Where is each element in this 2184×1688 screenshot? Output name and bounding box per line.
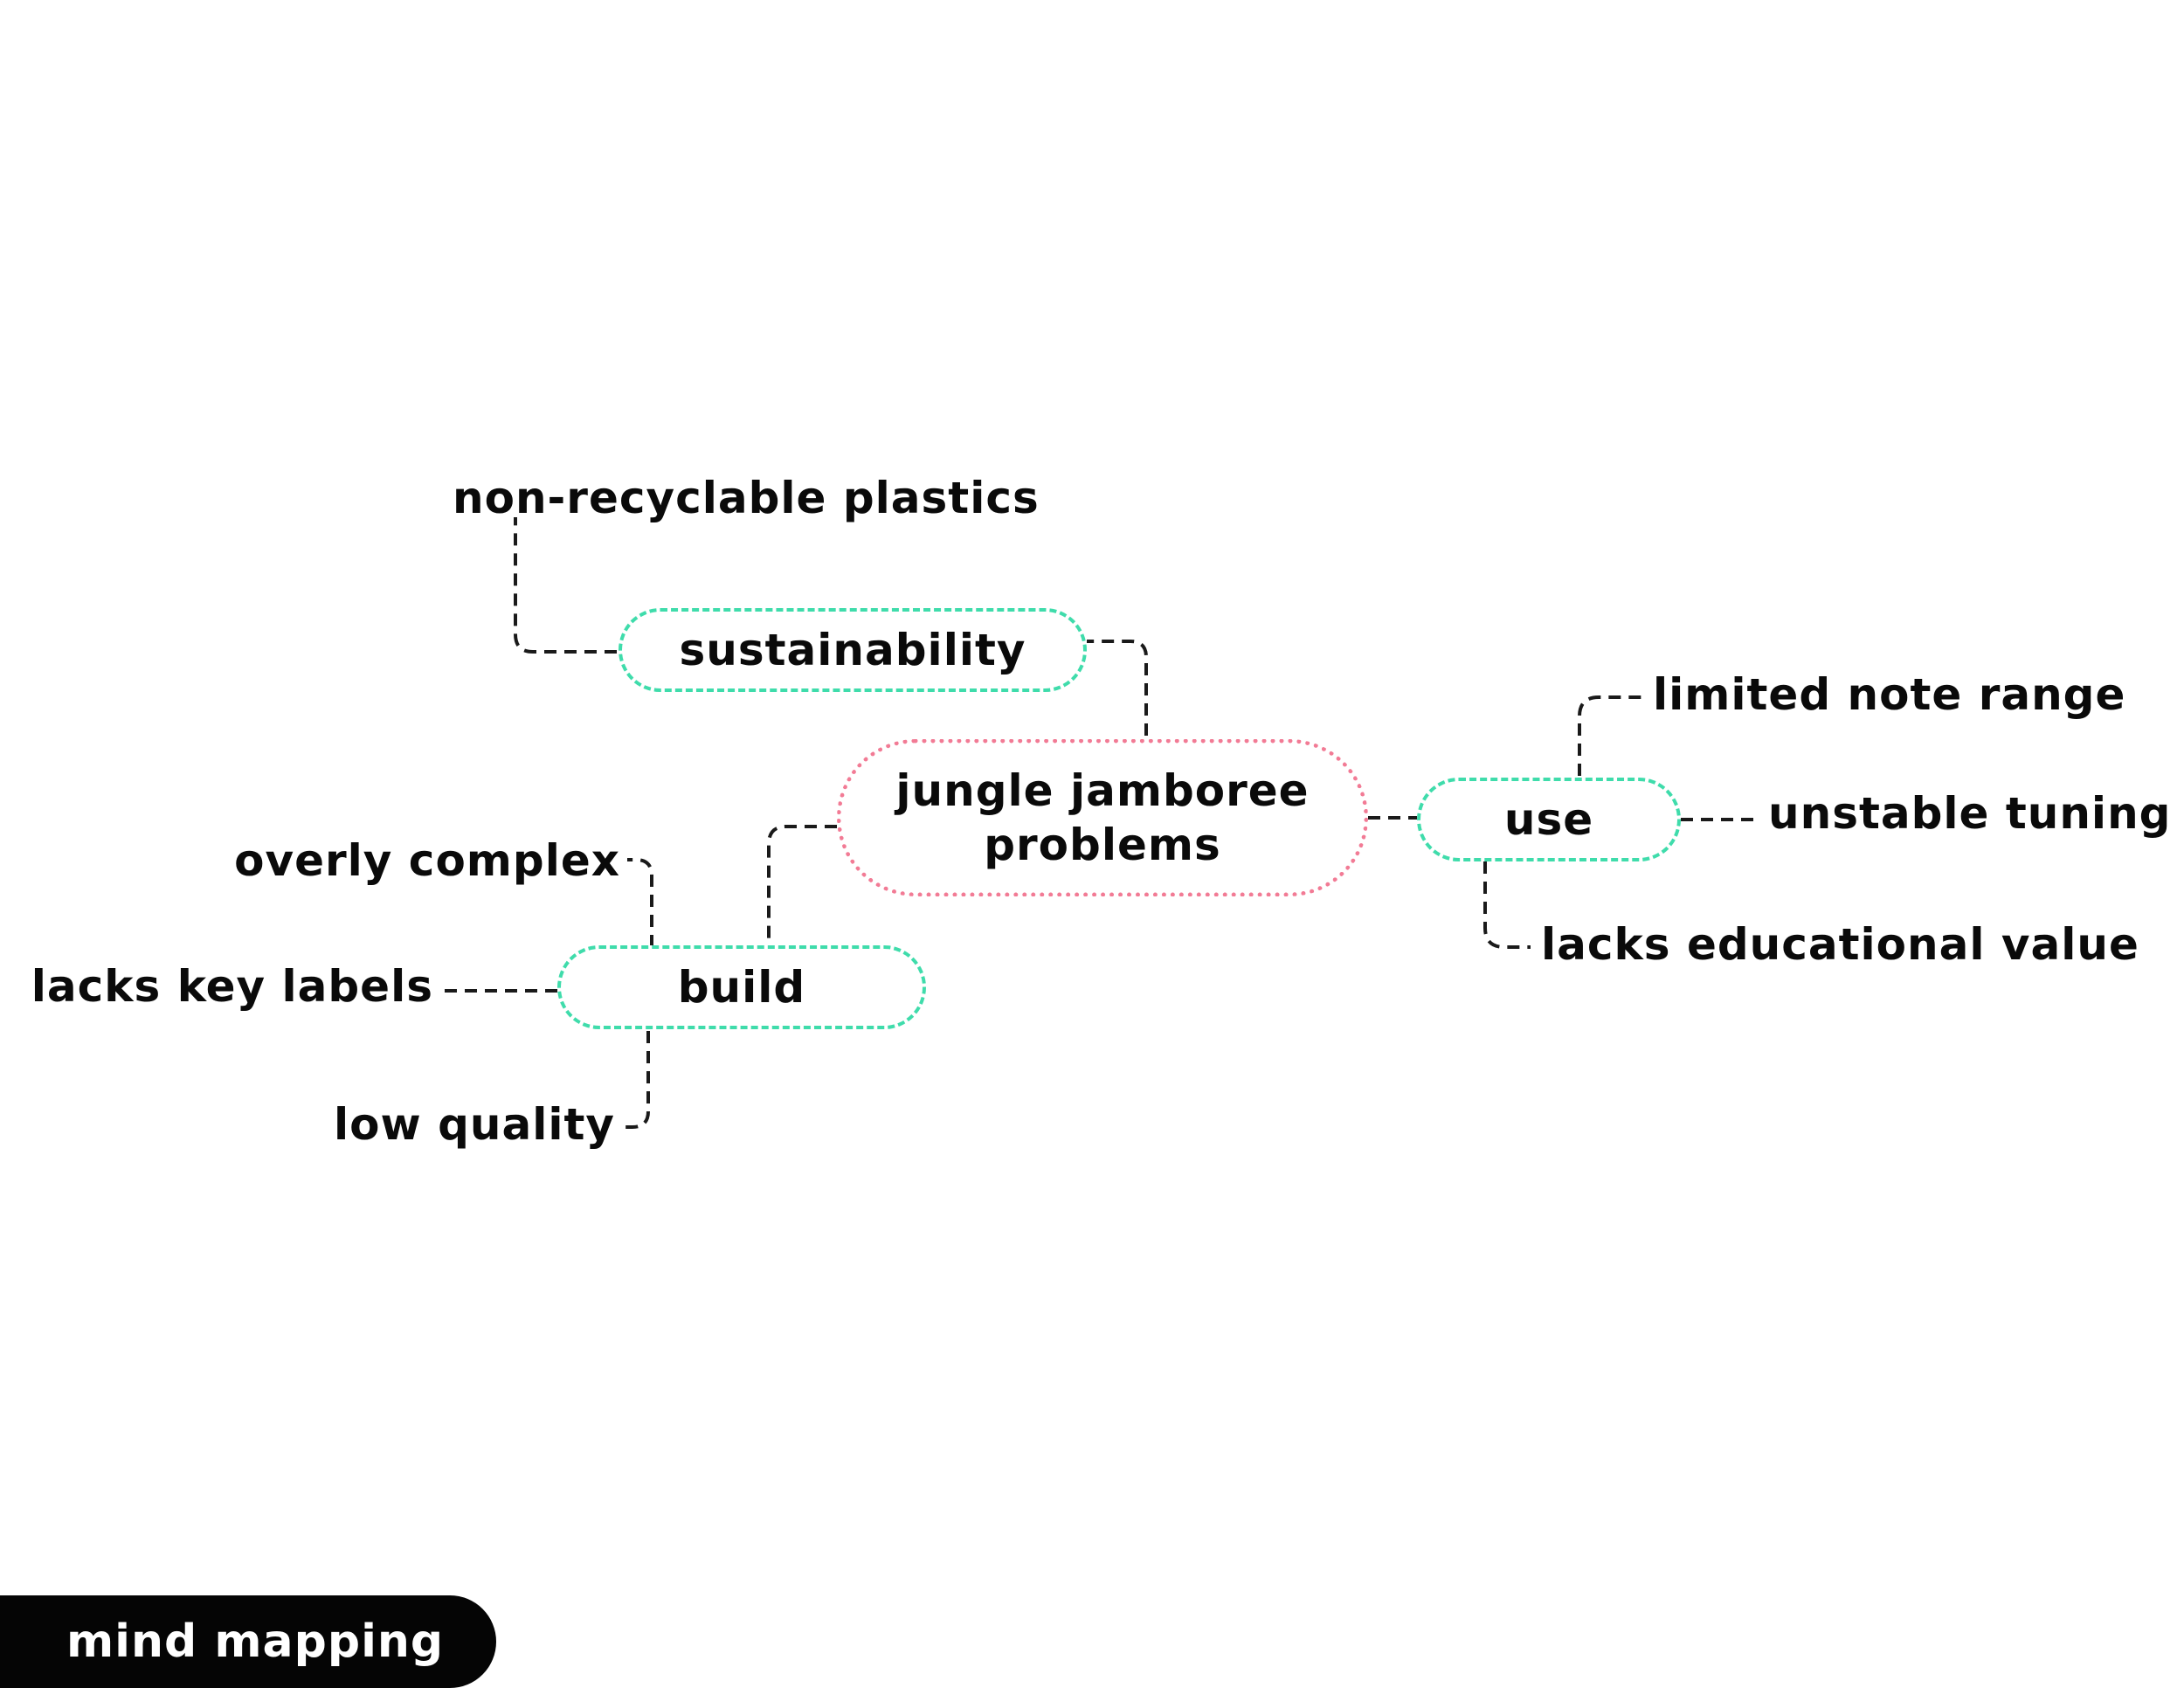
footer-tab: mind mapping [0, 1595, 496, 1688]
leaf-lacks-educational-value[interactable]: lacks educational value [1541, 919, 2139, 970]
connector-sustainability-plastics [514, 517, 617, 654]
branch-node-sustainability[interactable]: sustainability [619, 608, 1087, 692]
leaf-lacks-key-labels[interactable]: lacks key labels [31, 961, 433, 1012]
leaf-non-recyclable-plastics[interactable]: non-recyclable plastics [453, 473, 1040, 523]
root-node-line-1: jungle jamboree [895, 764, 1310, 816]
branch-node-build[interactable]: build [557, 945, 926, 1029]
branch-node-use[interactable]: use [1417, 778, 1681, 861]
root-node-line-2: problems [984, 820, 1221, 870]
leaf-unstable-tuning[interactable]: unstable tuning [1768, 788, 2172, 839]
leaf-limited-note-range[interactable]: limited note range [1653, 669, 2126, 720]
leaf-low-quality[interactable]: low quality [334, 1099, 615, 1150]
leaf-overly-complex[interactable]: overly complex [234, 835, 620, 886]
branch-node-sustainability-label: sustainability [679, 624, 1026, 675]
branch-node-build-label: build [677, 961, 806, 1013]
connector-root-sustainability [1087, 640, 1148, 736]
connector-use-range [1578, 695, 1644, 776]
footer-label: mind mapping [66, 1615, 445, 1668]
connector-build-complex [627, 858, 653, 947]
connector-use-educational [1483, 861, 1531, 949]
connector-root-build [767, 825, 837, 942]
root-node[interactable]: jungle jamboree problems [837, 739, 1368, 896]
branch-node-use-label: use [1503, 793, 1594, 845]
connector-build-quality [622, 1031, 650, 1129]
